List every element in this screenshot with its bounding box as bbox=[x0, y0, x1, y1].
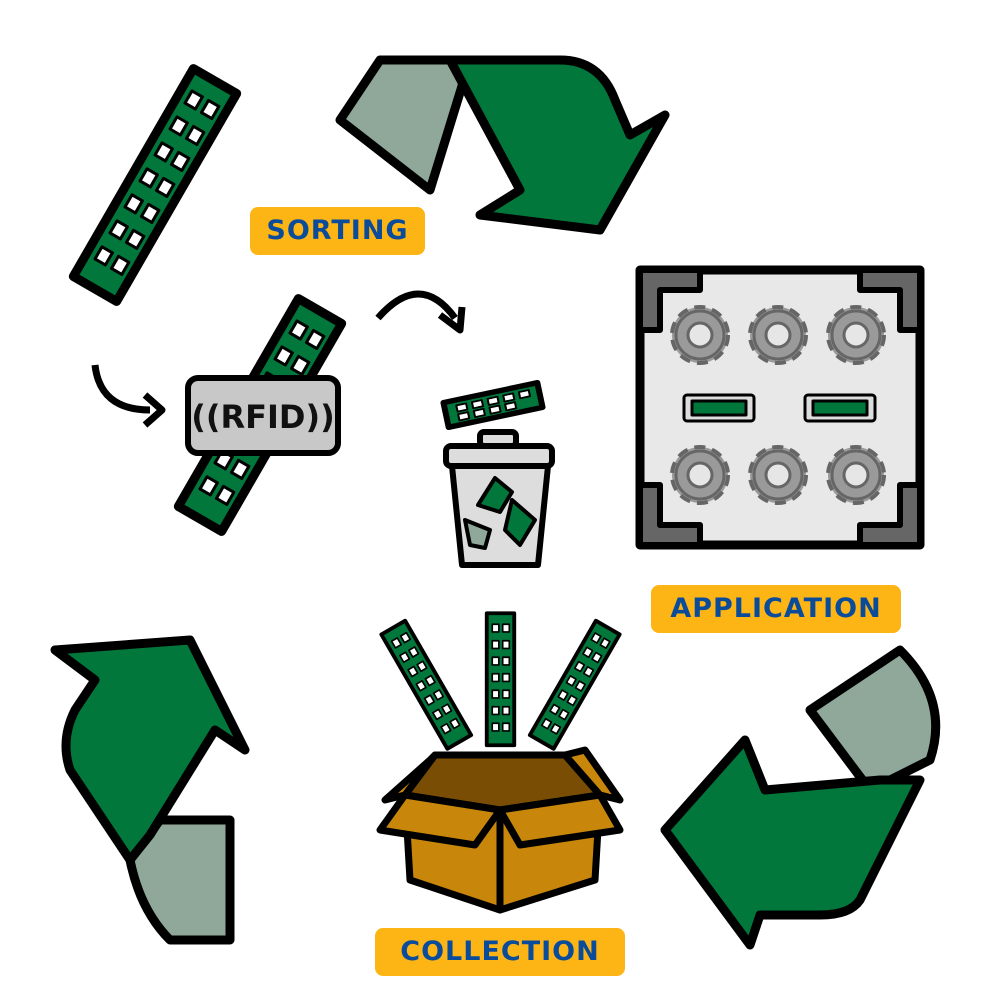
ram-stick-icon bbox=[73, 69, 236, 302]
sorting-label: SORTING bbox=[250, 207, 425, 255]
recycle-bin-icon bbox=[440, 379, 555, 568]
rfid-tag: ((RFID)) bbox=[185, 375, 341, 456]
ram-module-icon bbox=[682, 393, 877, 423]
left-recycle-arrow bbox=[50, 635, 250, 945]
curved-arrow-icon bbox=[91, 290, 466, 428]
application-machine bbox=[635, 265, 925, 550]
top-recycle-arrow bbox=[335, 55, 670, 235]
collection-box-icon bbox=[376, 613, 624, 914]
collection-label: COLLECTION bbox=[375, 928, 625, 976]
application-label: APPLICATION bbox=[651, 585, 901, 633]
rfid-label: ((RFID)) bbox=[191, 398, 334, 436]
right-recycle-arrow bbox=[660, 645, 941, 950]
